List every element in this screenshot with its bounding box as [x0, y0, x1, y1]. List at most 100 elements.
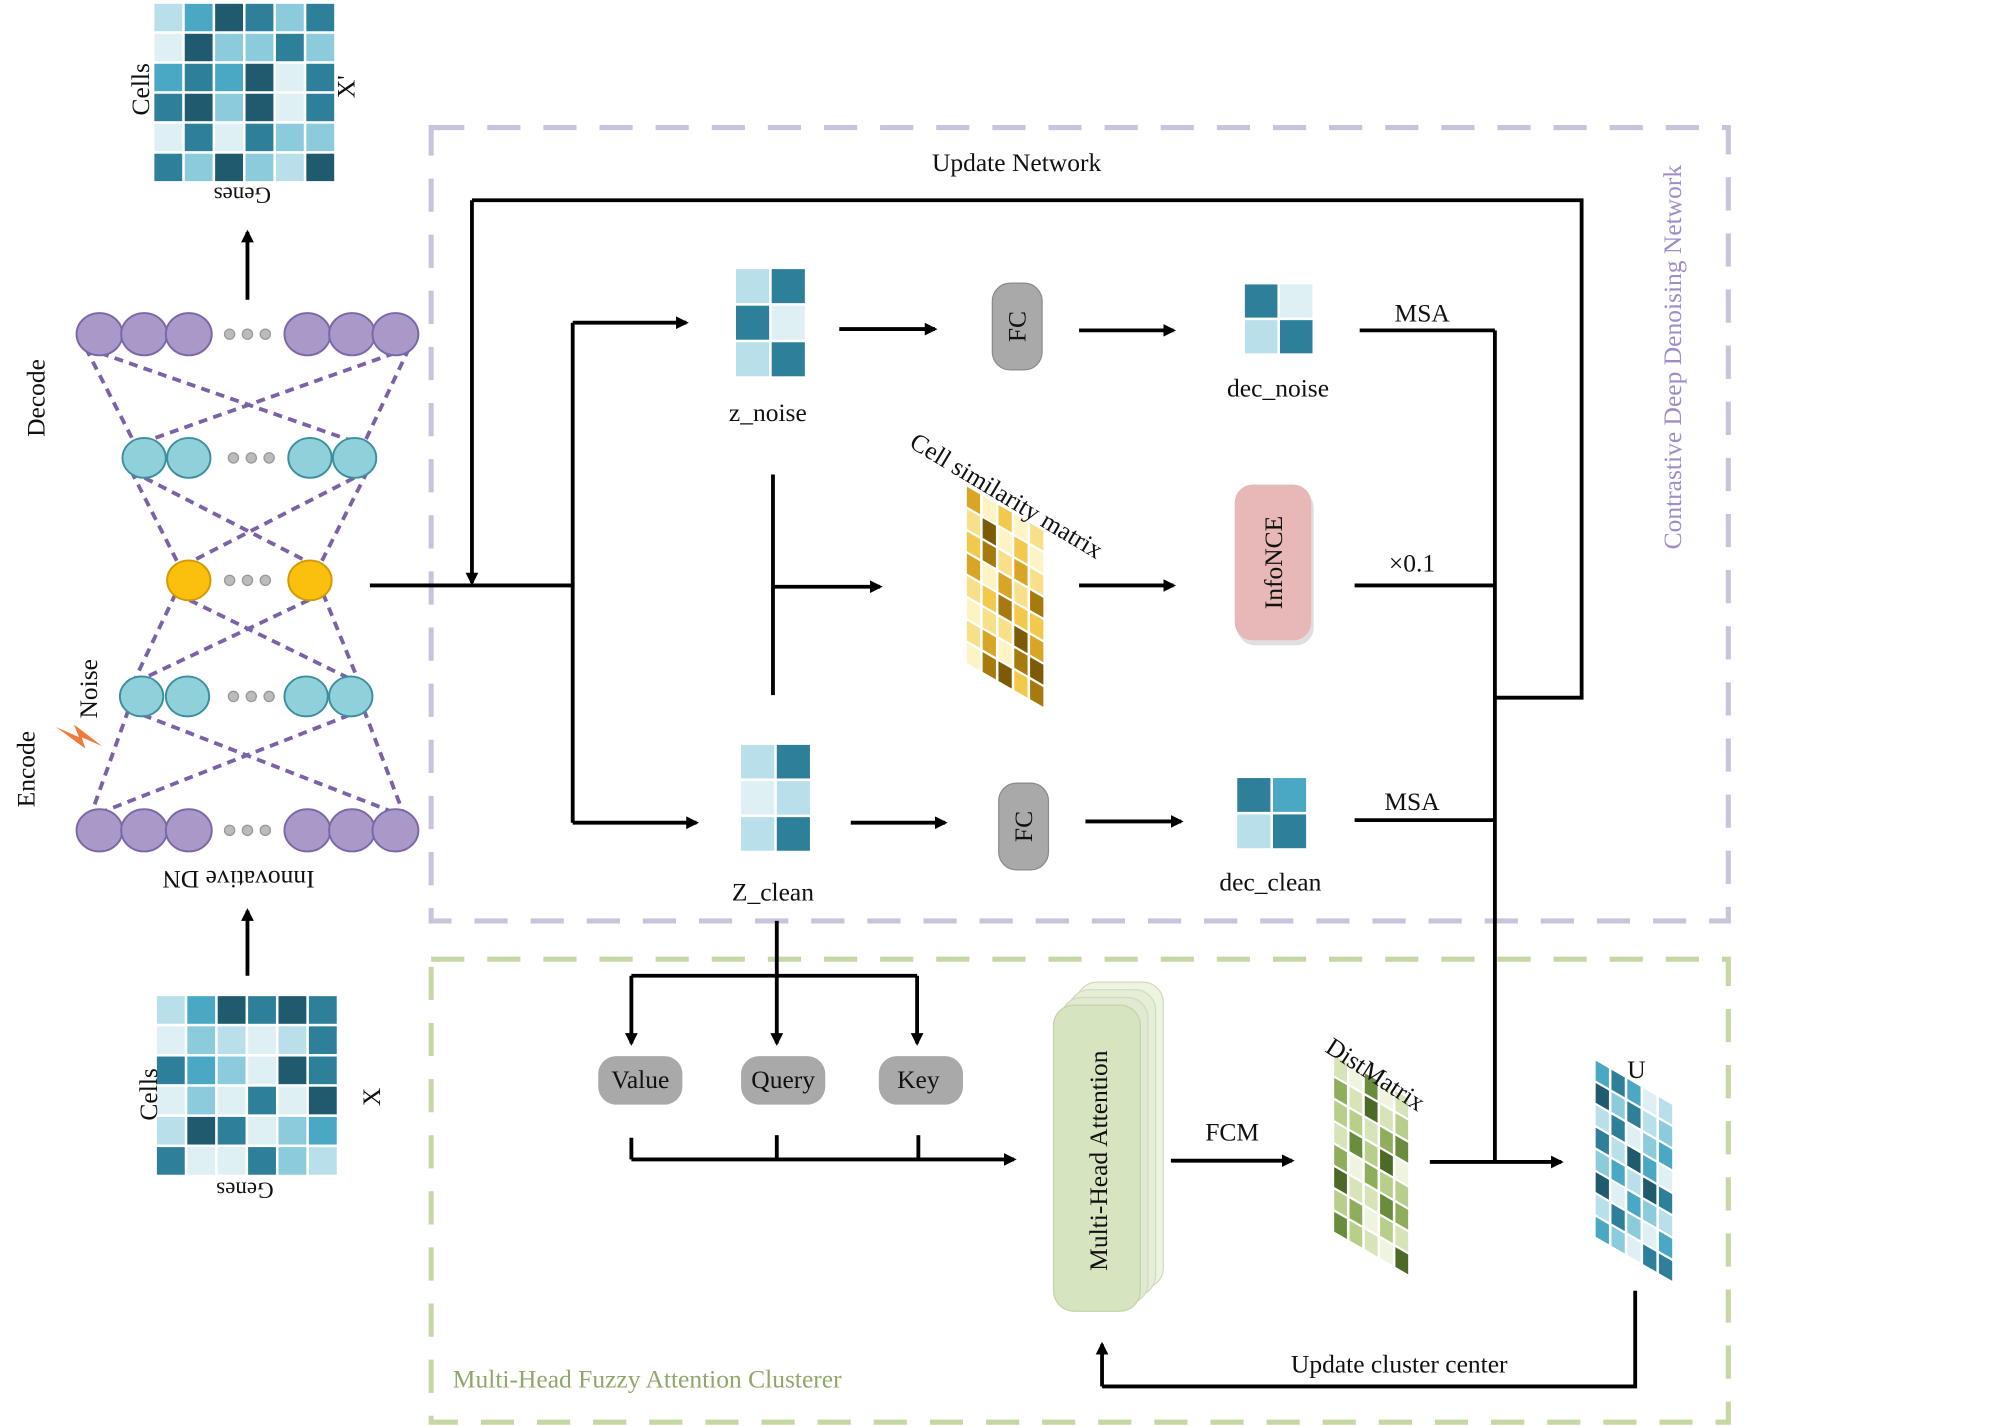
matrix-cell [1643, 1244, 1657, 1272]
network-connection [130, 469, 320, 570]
cell-similarity-matrix [966, 486, 1044, 707]
matrix-cell [1030, 634, 1044, 663]
matrix-cell [1364, 1229, 1378, 1257]
matrix-cell [998, 571, 1012, 600]
matrix-cell [1237, 814, 1271, 849]
matrix-cell [187, 1147, 216, 1175]
matrix-cell [306, 63, 335, 92]
neuron-node [283, 312, 332, 357]
matrix-cell [1658, 1164, 1673, 1192]
matrix-cell [966, 553, 981, 582]
network-connection [316, 470, 370, 569]
matrix-cell [1395, 1113, 1409, 1141]
z-clean-matrix [741, 744, 810, 851]
matrix-cell [1349, 1064, 1363, 1092]
matrix-cell [1611, 1203, 1625, 1232]
network-connection [129, 470, 182, 569]
matrix-cell [982, 652, 996, 680]
matrix-cell [1380, 1216, 1393, 1244]
matrix-cell [741, 781, 775, 815]
bottom-genes-label: Genes [216, 1177, 273, 1202]
ellipsis-dot [227, 452, 240, 464]
matrix-cell [1643, 1177, 1657, 1205]
matrix-cell [154, 3, 183, 32]
matrix-cell [215, 3, 243, 32]
matrix-cell [1627, 1145, 1641, 1174]
matrix-cell [966, 509, 981, 537]
matrix-cell [1334, 1211, 1347, 1239]
matrix-cell [771, 269, 805, 304]
matrix-cell [187, 1116, 216, 1145]
matrix-cell [154, 63, 183, 92]
matrix-cell [1030, 567, 1044, 596]
neuron-node [75, 312, 124, 357]
bottom-cells-label: Cells [134, 1068, 163, 1120]
neuron-node [328, 312, 376, 357]
neuron-node [287, 559, 333, 602]
weight-label: ×0.1 [1389, 548, 1435, 577]
matrix-cell [735, 269, 770, 304]
matrix-cell [217, 1147, 246, 1175]
matrix-cell [184, 153, 213, 182]
ellipsis-dot [223, 328, 236, 340]
matrix-cell [1380, 1104, 1393, 1132]
matrix-cell [966, 642, 981, 671]
matrix-cell [1627, 1078, 1641, 1107]
matrix-cell [1395, 1224, 1409, 1252]
matrix-cell [308, 1116, 337, 1145]
neuron-node [120, 312, 169, 357]
network-connection [361, 708, 407, 818]
neuron-node [118, 675, 165, 718]
ellipsis-dot [241, 574, 254, 587]
neuron-node [120, 808, 169, 853]
matrix-cell [982, 495, 996, 524]
network-connection [88, 708, 131, 818]
matrix-cell [982, 562, 996, 591]
matrix-cell [1334, 1055, 1347, 1083]
matrix-cell [248, 1086, 276, 1115]
matrix-cell [187, 1026, 216, 1054]
matrix-cell [184, 93, 213, 122]
matrix-cell [1014, 581, 1028, 609]
fc-bottom-box: FC [998, 782, 1050, 871]
matrix-cell [1658, 1231, 1673, 1259]
matrix-cell [1334, 1189, 1347, 1217]
svg-text:FC: FC [1003, 311, 1032, 342]
encode-label: Encode [11, 731, 40, 807]
matrix-cell [1334, 1167, 1347, 1195]
matrix-cell [998, 527, 1012, 555]
matrix-cell [1380, 1149, 1393, 1177]
ellipsis-dot [259, 574, 272, 587]
matrix-cell [184, 3, 213, 32]
matrix-cell [1395, 1090, 1409, 1119]
matrix-cell [1349, 1176, 1363, 1204]
matrix-cell [982, 518, 996, 546]
matrix-cell [1279, 320, 1313, 354]
matrix-cell [1244, 284, 1278, 318]
matrix-cell [1611, 1226, 1625, 1254]
neuron-node [283, 675, 329, 718]
query-box: Query [741, 1056, 826, 1105]
matrix-cell [217, 996, 246, 1024]
dec-clean-label: dec_clean [1219, 867, 1321, 896]
matrix-cell [998, 661, 1012, 689]
matrix-cell [1364, 1095, 1378, 1123]
neuron-node [166, 559, 212, 602]
matrix-cell [156, 996, 185, 1024]
matrix-cell [1395, 1180, 1409, 1208]
neuron-node [371, 312, 420, 357]
matrix-cell [776, 817, 810, 851]
matrix-cell [215, 33, 243, 62]
matrix-cell [187, 996, 216, 1024]
matrix-cell [154, 33, 183, 62]
dist-matrix [1334, 1055, 1409, 1275]
matrix-cell [1014, 670, 1028, 698]
matrix-cell [1658, 1097, 1673, 1125]
matrix-cell [1014, 536, 1028, 564]
matrix-cell [1380, 1193, 1393, 1221]
noise-label: Noise [74, 659, 103, 719]
matrix-cell [998, 616, 1012, 644]
matrix-cell [1014, 648, 1028, 676]
matrix-cell [1595, 1149, 1609, 1178]
msa-top-label: MSA [1395, 298, 1451, 327]
